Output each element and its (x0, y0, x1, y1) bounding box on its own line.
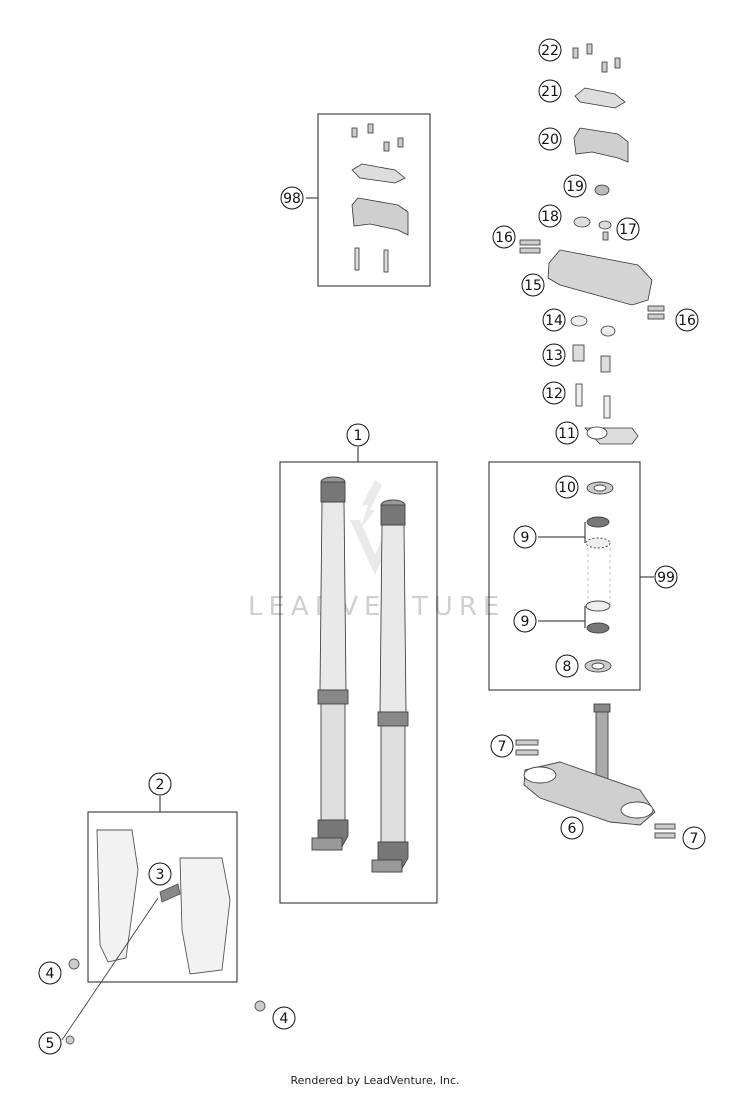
watermark-text: LEADVENTURE (248, 592, 505, 622)
upper-clamp-parts (519, 43, 665, 445)
callout-7-left: 7 (498, 739, 507, 755)
callout-6: 6 (568, 821, 577, 837)
callout-5: 5 (46, 1036, 55, 1052)
callout-16-upper-left: 16 (495, 230, 513, 246)
callout-15: 15 (524, 278, 542, 294)
group-box-2 (87, 811, 238, 983)
group-box-98 (317, 113, 431, 287)
callout-16-right: 16 (678, 313, 696, 329)
callout-10: 10 (558, 480, 576, 496)
callout-3: 3 (156, 867, 165, 883)
callout-9-upper: 9 (521, 530, 530, 546)
callout-98: 98 (283, 191, 301, 207)
fork-leg-left (311, 476, 349, 851)
kit-98-parts (351, 123, 409, 273)
callout-2: 2 (156, 777, 165, 793)
callout-20: 20 (541, 132, 559, 148)
callout-4-right: 4 (280, 1011, 289, 1027)
callout-12: 12 (545, 386, 563, 402)
fork-leg-right (371, 499, 409, 873)
callout-19: 19 (566, 179, 584, 195)
callout-9-lower: 9 (521, 614, 530, 630)
callout-22: 22 (541, 43, 559, 59)
callout-18: 18 (541, 209, 559, 225)
callout-1: 1 (354, 428, 363, 444)
callout-4-left: 4 (46, 966, 55, 982)
callout-7-right: 7 (690, 831, 699, 847)
bearing-parts (584, 481, 614, 673)
fork-guards (65, 829, 266, 1045)
callouts (38, 38, 706, 1055)
callout-11: 11 (558, 426, 576, 442)
callout-21: 21 (541, 84, 559, 100)
callout-17: 17 (619, 222, 637, 238)
callout-13: 13 (545, 348, 563, 364)
callout-99: 99 (657, 570, 675, 586)
group-box-99 (488, 461, 641, 691)
callout-8: 8 (563, 659, 572, 675)
footer-credit: Rendered by LeadVenture, Inc. (290, 1074, 460, 1087)
lower-triple-clamp (515, 703, 676, 839)
callout-14: 14 (545, 313, 563, 329)
callout-labels: 22 21 20 98 19 18 16 17 15 14 16 13 12 1… (46, 43, 699, 1052)
